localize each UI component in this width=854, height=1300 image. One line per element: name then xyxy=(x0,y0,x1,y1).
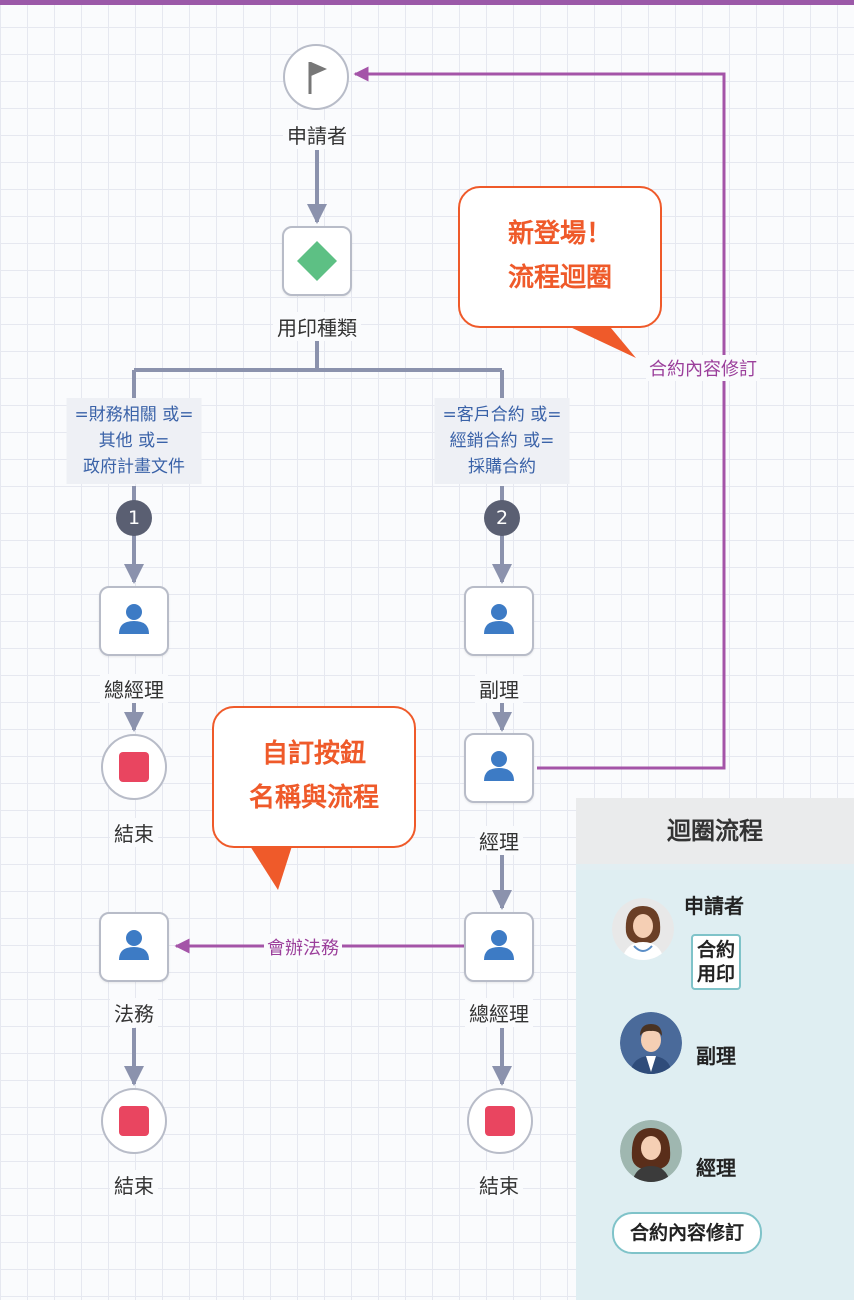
condition-line: 政府計畫文件 xyxy=(83,457,185,477)
panel-applicant-label: 申請者 xyxy=(684,894,744,918)
callout-tail-custom xyxy=(250,846,292,890)
user-icon xyxy=(119,604,149,634)
tag-line: 用印 xyxy=(697,963,736,985)
callout-line: 流程迴圈 xyxy=(507,263,612,293)
callout-tail-new xyxy=(568,322,636,358)
edge-loop-revise xyxy=(353,66,726,770)
legal-label: 法務 xyxy=(110,998,158,1027)
panel-manager-label: 經理 xyxy=(696,1156,736,1180)
end-node-branch1[interactable] xyxy=(101,734,167,800)
stop-icon xyxy=(119,752,149,782)
avatar-manager xyxy=(620,1120,682,1182)
user-icon xyxy=(484,930,514,960)
end-label-branch2: 結束 xyxy=(475,1170,523,1199)
man-avatar-icon xyxy=(620,1012,682,1074)
avatar-deputy xyxy=(620,1012,682,1074)
gateway-node[interactable] xyxy=(282,226,352,296)
branch2-condition: =客戶合約 或= 經銷合約 或= 採購合約 xyxy=(434,398,570,484)
manager-node[interactable] xyxy=(464,733,534,803)
panel-deputy-label: 副理 xyxy=(696,1044,736,1068)
edge-label-cosign: 會辦法務 xyxy=(264,934,342,960)
gm-node-branch1[interactable] xyxy=(99,586,169,656)
edge-label-loop: 合約內容修訂 xyxy=(646,355,760,381)
manager-label: 經理 xyxy=(475,826,523,855)
diamond-icon xyxy=(297,241,337,281)
deputy-label: 副理 xyxy=(475,674,523,703)
stop-icon xyxy=(485,1106,515,1136)
branch1-condition: =財務相關 或= 其他 或= 政府計畫文件 xyxy=(66,398,202,484)
end-label-legal: 結束 xyxy=(110,1170,158,1199)
end-node-branch2[interactable] xyxy=(467,1088,533,1154)
user-icon xyxy=(484,604,514,634)
panel-revise-pill[interactable]: 合約內容修訂 xyxy=(612,1212,763,1254)
condition-line: 經銷合約 或= xyxy=(449,431,555,451)
panel-title: 迴圈流程 xyxy=(576,798,854,864)
gm-label-branch2: 總經理 xyxy=(465,998,533,1027)
tag-line: 合約 xyxy=(697,939,736,961)
user-icon xyxy=(484,751,514,781)
callout-line: 名稱與流程 xyxy=(248,783,379,813)
flag-icon xyxy=(308,62,327,94)
top-accent-bar xyxy=(0,0,854,5)
branch2-badge: 2 xyxy=(484,500,520,536)
callout-new-feature: 新登場！ 流程迴圈 xyxy=(458,186,662,328)
callout-custom-button: 自訂按鈕 名稱與流程 xyxy=(212,706,416,848)
condition-line: 其他 或= xyxy=(98,431,170,451)
callout-line: 新登場！ xyxy=(507,219,612,249)
user-icon xyxy=(119,930,149,960)
woman-avatar-icon xyxy=(612,898,674,960)
woman-avatar-icon xyxy=(620,1120,682,1182)
branch1-badge: 1 xyxy=(116,500,152,536)
start-node[interactable] xyxy=(283,44,349,110)
deputy-node[interactable] xyxy=(464,586,534,656)
stop-icon xyxy=(119,1106,149,1136)
legal-node[interactable] xyxy=(99,912,169,982)
condition-line: =客戶合約 或= xyxy=(442,405,562,425)
condition-line: 採購合約 xyxy=(468,457,536,477)
end-node-legal[interactable] xyxy=(101,1088,167,1154)
end-label-branch1: 結束 xyxy=(110,818,158,847)
panel-seal-tag: 合約 用印 xyxy=(691,934,742,990)
avatar-applicant xyxy=(612,898,674,960)
start-label: 申請者 xyxy=(283,120,351,149)
gateway-label: 用印種類 xyxy=(273,312,361,341)
gm-label-branch1: 總經理 xyxy=(100,674,168,703)
callout-line: 自訂按鈕 xyxy=(261,739,366,769)
gm-node-branch2[interactable] xyxy=(464,912,534,982)
condition-line: =財務相關 或= xyxy=(74,405,194,425)
